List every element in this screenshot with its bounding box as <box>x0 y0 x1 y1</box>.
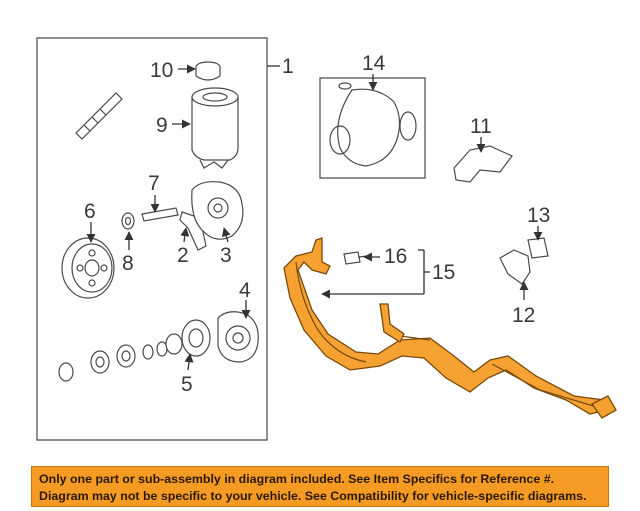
callout-14: 14 <box>362 52 386 75</box>
notice-line-2: Diagram may not be specific to your vehi… <box>39 489 587 503</box>
callout-3: 3 <box>220 244 232 267</box>
callout-12: 12 <box>512 304 535 327</box>
hose-fitting <box>343 251 369 265</box>
callout-10: 10 <box>150 59 173 82</box>
mount-bracket <box>453 145 513 183</box>
callout-4: 4 <box>239 279 251 302</box>
leader-lines <box>86 64 543 371</box>
reservoir <box>191 87 239 169</box>
callout-16: 16 <box>384 245 407 268</box>
callout-labels: 1 2 3 4 5 6 7 8 9 10 11 12 13 14 15 16 <box>84 52 550 396</box>
notice-line-1: Only one part or sub-assembly in diagram… <box>39 472 555 486</box>
gasket-group <box>319 77 426 179</box>
pressure-hose-assembly <box>283 237 617 419</box>
pump-assembly-frame <box>36 37 280 441</box>
callout-2: 2 <box>177 244 189 267</box>
reservoir-cap <box>195 61 221 81</box>
pump-pin <box>141 207 179 222</box>
callout-8: 8 <box>122 252 134 275</box>
callout-11: 11 <box>470 115 492 138</box>
hose-bracket <box>499 249 531 285</box>
hose-clip <box>527 237 549 259</box>
callout-9: 9 <box>156 114 168 137</box>
callout-1: 1 <box>282 55 294 78</box>
callout-6: 6 <box>84 200 96 223</box>
pump-body <box>191 181 244 240</box>
pump-cover <box>217 311 259 363</box>
callout-5: 5 <box>181 373 193 396</box>
callout-7: 7 <box>148 172 160 195</box>
callout-13: 13 <box>527 204 550 227</box>
callout-15: 15 <box>432 261 455 284</box>
seal-kit <box>58 319 211 382</box>
pump-pulley <box>61 237 115 299</box>
washer <box>121 212 135 230</box>
pump-shaft <box>75 92 123 140</box>
compatibility-notice: Only one part or sub-assembly in diagram… <box>31 466 609 507</box>
